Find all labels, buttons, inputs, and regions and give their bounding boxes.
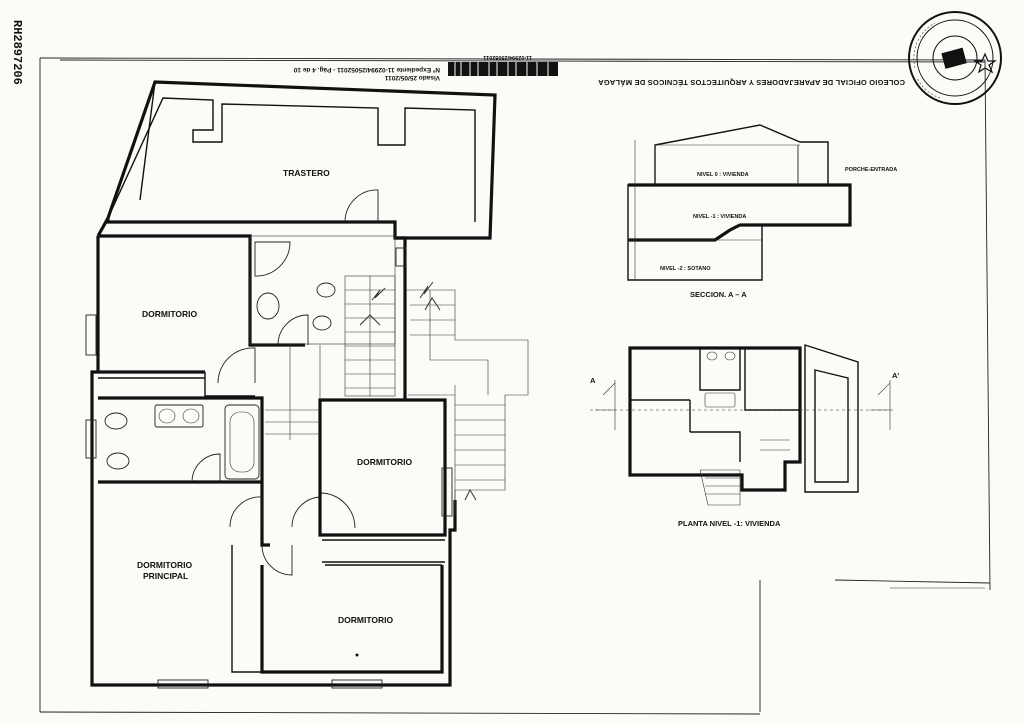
keyplan-title: PLANTA NIVEL -1: VIVIENDA [678,519,781,528]
section-title: SECCION. A – A [690,290,747,299]
shower-corner [254,241,291,277]
keyplan-mark-a: A [590,376,596,385]
section-level-2: NIVEL -2 : SOTANO [660,266,711,272]
sink-icon [182,408,200,424]
section-porche-label: PORCHE-ENTRADA [845,167,897,173]
stamp-college-name: COLEGIO OFICIAL DE APAREJADORES Y ARQUIT… [598,78,905,87]
stamp-barcode-text: 11-02994/25052011 [483,54,532,60]
staircase [265,275,529,515]
exterior-wall [90,236,457,687]
sink-icon [256,292,280,320]
bidet-icon [312,315,332,331]
toilet-icon [104,412,128,430]
keyplan-mark-a-prime: A' [892,371,899,380]
room-label-dormitorio-2: DORMITORIO [357,457,412,467]
trastero-door [344,189,379,223]
room-label-principal: PRINCIPAL [143,571,188,581]
bidet-icon [106,452,130,470]
dormitorio-1-door [217,347,256,384]
bathtub-icon [224,404,260,480]
sink-icon [158,408,176,424]
room-label-trastero: TRASTERO [283,168,330,178]
main-floor-plan: TRASTERO DORMITORIO DORMITORIO DORMITORI… [85,80,529,689]
room-label-dormitorio-principal: DORMITORIO [137,560,192,570]
dormitorio-2-door [319,492,356,529]
side-code: RH2897206 [10,20,24,85]
stamp-visado-date: Visado 25/05/2011 [384,74,440,81]
dormitorio-principal-door [229,496,263,528]
visado-stamp: 11-02994/25052011 COLEGIO OFICIAL DE APA… [59,54,986,87]
section-a-a: NIVEL 0 : VIVIENDA NIVEL -1 : VIVIENDA N… [627,124,897,299]
section-level-0: NIVEL 0 : VIVIENDA [697,172,749,178]
section-level-1: NIVEL -1 : VIVIENDA [693,214,746,220]
toilet-icon [316,282,336,298]
room-label-dormitorio-1: DORMITORIO [142,309,197,319]
stamp-expediente: Nº Expediente 11-02994/25052011 - Pág. 4… [293,66,440,73]
barcode [448,62,558,76]
key-plan: A A' PLANTA NIVEL -1: VIVIENDA [590,344,899,528]
room-label-dormitorio-3: DORMITORIO [338,615,393,625]
sheet-frame [39,57,991,715]
college-seal [908,11,1002,105]
